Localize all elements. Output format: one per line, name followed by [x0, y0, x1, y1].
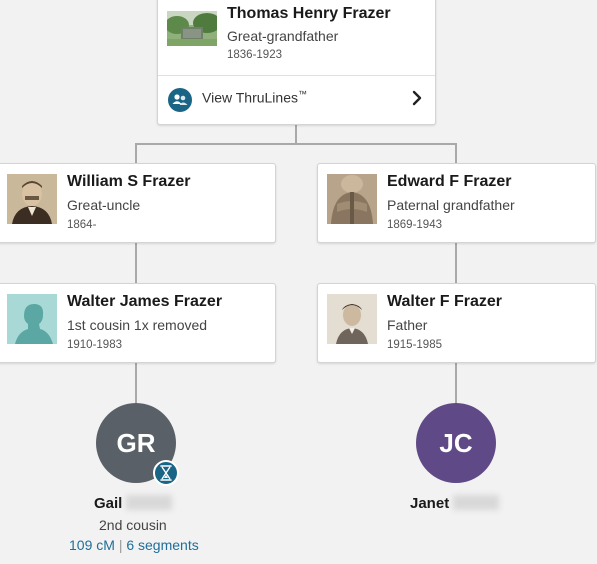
portrait-photo — [7, 174, 57, 224]
person-dates: 1836-1923 — [227, 49, 282, 61]
shared-cm-link[interactable]: 109 cM — [69, 537, 115, 553]
connector-line — [135, 363, 137, 405]
separator: | — [118, 537, 123, 553]
avatar-initials: JC — [439, 427, 473, 458]
connector-line — [455, 243, 457, 284]
person-name: Thomas Henry Frazer — [227, 5, 391, 22]
person-card-william[interactable]: William S Frazer Great-uncle 1864- — [0, 163, 276, 243]
connector-line — [455, 363, 457, 405]
segments-link[interactable]: 6 segments — [126, 537, 199, 553]
person-card-top: Thomas Henry Frazer Great-grandfather 18… — [157, 0, 436, 125]
redacted-surname — [453, 495, 500, 510]
match-relationship: 2nd cousin — [99, 517, 167, 533]
person-card-top-main[interactable]: Thomas Henry Frazer Great-grandfather 18… — [158, 0, 435, 77]
connector-line — [135, 143, 457, 145]
portrait-photo — [327, 294, 377, 344]
person-relationship: Great-uncle — [67, 197, 141, 213]
redacted-surname — [126, 495, 173, 510]
person-relationship: Father — [387, 317, 428, 333]
match-name[interactable]: Janet — [410, 495, 500, 512]
thrulines-people-icon — [168, 88, 192, 112]
person-dates: 1915-1985 — [387, 339, 442, 351]
avatar-initials: GR — [116, 427, 156, 458]
person-dates: 1864- — [67, 219, 97, 231]
person-card-walter-james[interactable]: Walter James Frazer 1st cousin 1x remove… — [0, 283, 276, 363]
dna-hourglass-icon — [153, 460, 179, 486]
view-thrulines-button[interactable]: View ThruLines™ — [158, 75, 435, 124]
match-dna-summary: 109 cM | 6 segments — [69, 537, 199, 553]
portrait-photo — [327, 174, 377, 224]
person-relationship: 1st cousin 1x removed — [67, 317, 208, 333]
person-name: Walter F Frazer — [387, 293, 502, 310]
person-relationship: Paternal grandfather — [387, 197, 515, 213]
avatar[interactable]: JC — [416, 403, 496, 483]
silhouette-placeholder-icon — [7, 294, 57, 344]
connector-line — [135, 243, 137, 284]
person-name: Edward F Frazer — [387, 173, 512, 190]
person-card-walter-f[interactable]: Walter F Frazer Father 1915-1985 — [317, 283, 596, 363]
person-name: William S Frazer — [67, 173, 191, 190]
landscape-photo — [167, 11, 217, 46]
connector-line — [295, 125, 297, 145]
person-card-edward[interactable]: Edward F Frazer Paternal grandfather 186… — [317, 163, 596, 243]
connector-line — [455, 143, 457, 164]
match-name[interactable]: Gail — [94, 495, 173, 512]
person-relationship: Great-grandfather — [227, 28, 339, 44]
connector-line — [135, 143, 137, 164]
thrulines-label: View ThruLines™ — [202, 89, 307, 106]
person-name: Walter James Frazer — [67, 293, 223, 310]
person-dates: 1910-1983 — [67, 339, 122, 351]
person-dates: 1869-1943 — [387, 219, 442, 231]
chevron-right-icon — [412, 90, 422, 106]
